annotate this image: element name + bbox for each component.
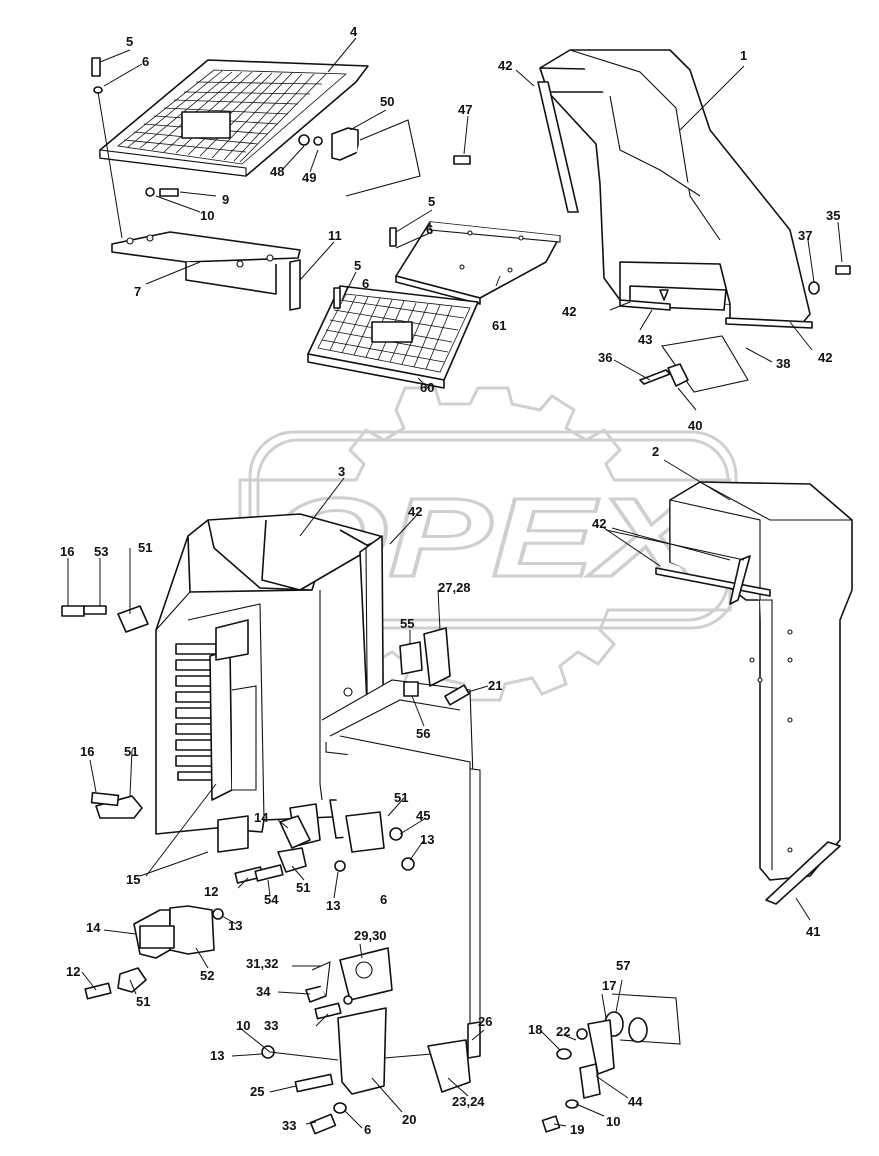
callout-27-28: 27,28 [438, 580, 471, 595]
callout-35: 35 [826, 208, 840, 223]
callout-48: 48 [270, 164, 284, 179]
callout-42: 42 [818, 350, 832, 365]
callout-57: 57 [616, 958, 630, 973]
callout-14: 14 [86, 920, 101, 935]
callout-4: 4 [350, 24, 358, 39]
callout-15: 15 [126, 872, 140, 887]
callout-13: 13 [210, 1048, 224, 1063]
grated-floor-plate-60 [307, 285, 479, 389]
callout-19: 19 [570, 1122, 584, 1137]
callout-51: 51 [296, 880, 310, 895]
callout-10: 10 [236, 1018, 250, 1033]
callout-5: 5 [354, 258, 361, 273]
callout-16: 16 [60, 544, 74, 559]
callout-18: 18 [528, 1022, 542, 1037]
callout-43: 43 [638, 332, 652, 347]
callout-13: 13 [326, 898, 340, 913]
callout-51: 51 [136, 994, 150, 1009]
latch-hardware-right [541, 993, 681, 1133]
callout-13: 13 [420, 832, 434, 847]
callout-25: 25 [250, 1084, 264, 1099]
callout-9: 9 [222, 192, 229, 207]
callout-10: 10 [606, 1114, 620, 1129]
latch-assembly [261, 947, 481, 1135]
callout-38: 38 [776, 356, 790, 371]
callout-22: 22 [556, 1024, 570, 1039]
callout-17: 17 [602, 978, 616, 993]
screw-and-washer-top [91, 57, 123, 239]
callout-23-24: 23,24 [452, 1094, 485, 1109]
callout-53: 53 [94, 544, 108, 559]
callout-42: 42 [592, 516, 606, 531]
callout-49: 49 [302, 170, 316, 185]
callout-33: 33 [264, 1018, 278, 1033]
callout-20: 20 [402, 1112, 416, 1127]
callout-labels: 1 2 3 4 5 5 5 6 6 6 6 6 7 9 10 10 10 11 … [60, 24, 840, 1137]
callout-12: 12 [66, 964, 80, 979]
callout-51: 51 [138, 540, 152, 555]
callout-11: 11 [328, 228, 342, 243]
callout-42: 42 [498, 58, 512, 73]
callout-42: 42 [562, 304, 576, 319]
callout-26: 26 [478, 1014, 492, 1029]
bolt-and-washer [145, 187, 179, 197]
callout-36: 36 [598, 350, 612, 365]
callout-6: 6 [364, 1122, 371, 1137]
callout-6: 6 [362, 276, 369, 291]
callout-34: 34 [256, 984, 271, 999]
callout-5: 5 [126, 34, 133, 49]
floor-plate-61 [389, 221, 561, 305]
callout-33: 33 [282, 1118, 296, 1133]
callout-13: 13 [228, 918, 242, 933]
mounting-bracket-50 [298, 119, 471, 197]
rear-cowl-panel [537, 49, 851, 393]
callout-6: 6 [142, 54, 149, 69]
leader-lines [67, 37, 843, 1129]
callout-60: 60 [420, 380, 434, 395]
callout-3: 3 [338, 464, 345, 479]
callout-50: 50 [380, 94, 394, 109]
callout-42: 42 [408, 504, 422, 519]
callout-7: 7 [134, 284, 141, 299]
callout-37: 37 [798, 228, 812, 243]
callout-45: 45 [416, 808, 430, 823]
callout-41: 41 [806, 924, 820, 939]
callout-16: 16 [80, 744, 94, 759]
callout-1: 1 [740, 48, 747, 63]
callout-56: 56 [416, 726, 430, 741]
callout-14: 14 [254, 810, 269, 825]
support-bracket [111, 231, 301, 311]
callout-21: 21 [488, 678, 502, 693]
callout-55: 55 [400, 616, 414, 631]
callout-51: 51 [394, 790, 408, 805]
callout-52: 52 [200, 968, 214, 983]
callout-51: 51 [124, 744, 138, 759]
callout-29-30: 29,30 [354, 928, 387, 943]
callout-31-32: 31,32 [246, 956, 279, 971]
callout-61: 61 [492, 318, 506, 333]
callout-5: 5 [428, 194, 435, 209]
callout-10: 10 [200, 208, 214, 223]
perforated-cover-plate [99, 59, 369, 177]
side-enclosure-right [655, 481, 853, 905]
callout-6: 6 [380, 892, 387, 907]
hinge-assemblies [61, 605, 470, 1000]
callout-2: 2 [652, 444, 659, 459]
callout-47: 47 [458, 102, 472, 117]
callout-44: 44 [628, 1094, 643, 1109]
callout-12: 12 [204, 884, 218, 899]
callout-54: 54 [264, 892, 279, 907]
callout-40: 40 [688, 418, 702, 433]
callout-6: 6 [426, 222, 433, 237]
